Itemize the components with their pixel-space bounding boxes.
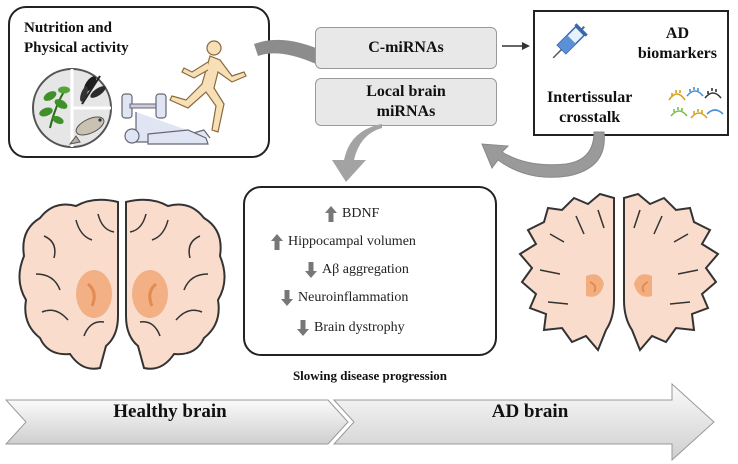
weightlifting-icon bbox=[121, 93, 211, 145]
biomarker-box: AD biomarkers Intertissular crosstalk bbox=[533, 10, 729, 136]
mirna-to-effects-arrow bbox=[332, 124, 382, 182]
ad-biomarkers-label: AD biomarkers bbox=[637, 25, 717, 62]
crosstalk-feedback-arrow bbox=[481, 131, 605, 178]
ad-brain-label: AD brain bbox=[491, 401, 569, 422]
arrow-up-icon bbox=[325, 206, 337, 222]
lifestyle-title: Nutrition and Physical activity bbox=[24, 20, 129, 56]
effect-hippocampal: Hippocampal volumen bbox=[271, 234, 416, 250]
progression-arrows bbox=[4, 382, 715, 462]
ad-brain-icon bbox=[518, 192, 720, 352]
c-mirnas-box: C-miRNAs bbox=[315, 27, 497, 69]
lifestyle-to-mirna-arrow bbox=[254, 39, 316, 64]
herb-icon bbox=[80, 75, 106, 105]
food-plate-icon bbox=[32, 68, 112, 148]
intertissular-crosstalk-label: Intertissular crosstalk bbox=[547, 89, 633, 126]
mirna-to-biomarker-arrow bbox=[502, 42, 530, 50]
runner-icon bbox=[169, 40, 247, 133]
local-brain-mirnas-box: Local brain miRNAs bbox=[315, 78, 497, 126]
effects-box: BDNF Hippocampal volumen Aβ aggregation … bbox=[243, 186, 497, 356]
healthy-brain-icon bbox=[18, 198, 226, 370]
effect-bdnf: BDNF bbox=[325, 206, 379, 222]
mirna-strands-icon bbox=[668, 87, 724, 119]
fish-icon bbox=[68, 116, 105, 145]
exercise-icon bbox=[121, 40, 247, 145]
arrow-down-icon bbox=[305, 262, 317, 278]
healthy-arrow-shape bbox=[4, 399, 349, 445]
lifestyle-box: Nutrition and Physical activity bbox=[8, 6, 270, 158]
effect-brain-dystrophy: Brain dystrophy bbox=[297, 320, 405, 336]
healthy-brain-label: Healthy brain bbox=[113, 401, 227, 422]
arrow-down-icon bbox=[297, 320, 309, 336]
arrow-up-icon bbox=[271, 234, 283, 250]
outcome-label: Slowing disease progression bbox=[292, 368, 448, 383]
effect-abeta: Aβ aggregation bbox=[305, 262, 409, 278]
syringe-icon bbox=[552, 23, 588, 59]
effect-neuroinflammation: Neuroinflammation bbox=[281, 290, 408, 306]
plant-icon bbox=[39, 86, 70, 129]
ad-arrow-shape bbox=[332, 382, 715, 462]
arrow-down-icon bbox=[281, 290, 293, 306]
